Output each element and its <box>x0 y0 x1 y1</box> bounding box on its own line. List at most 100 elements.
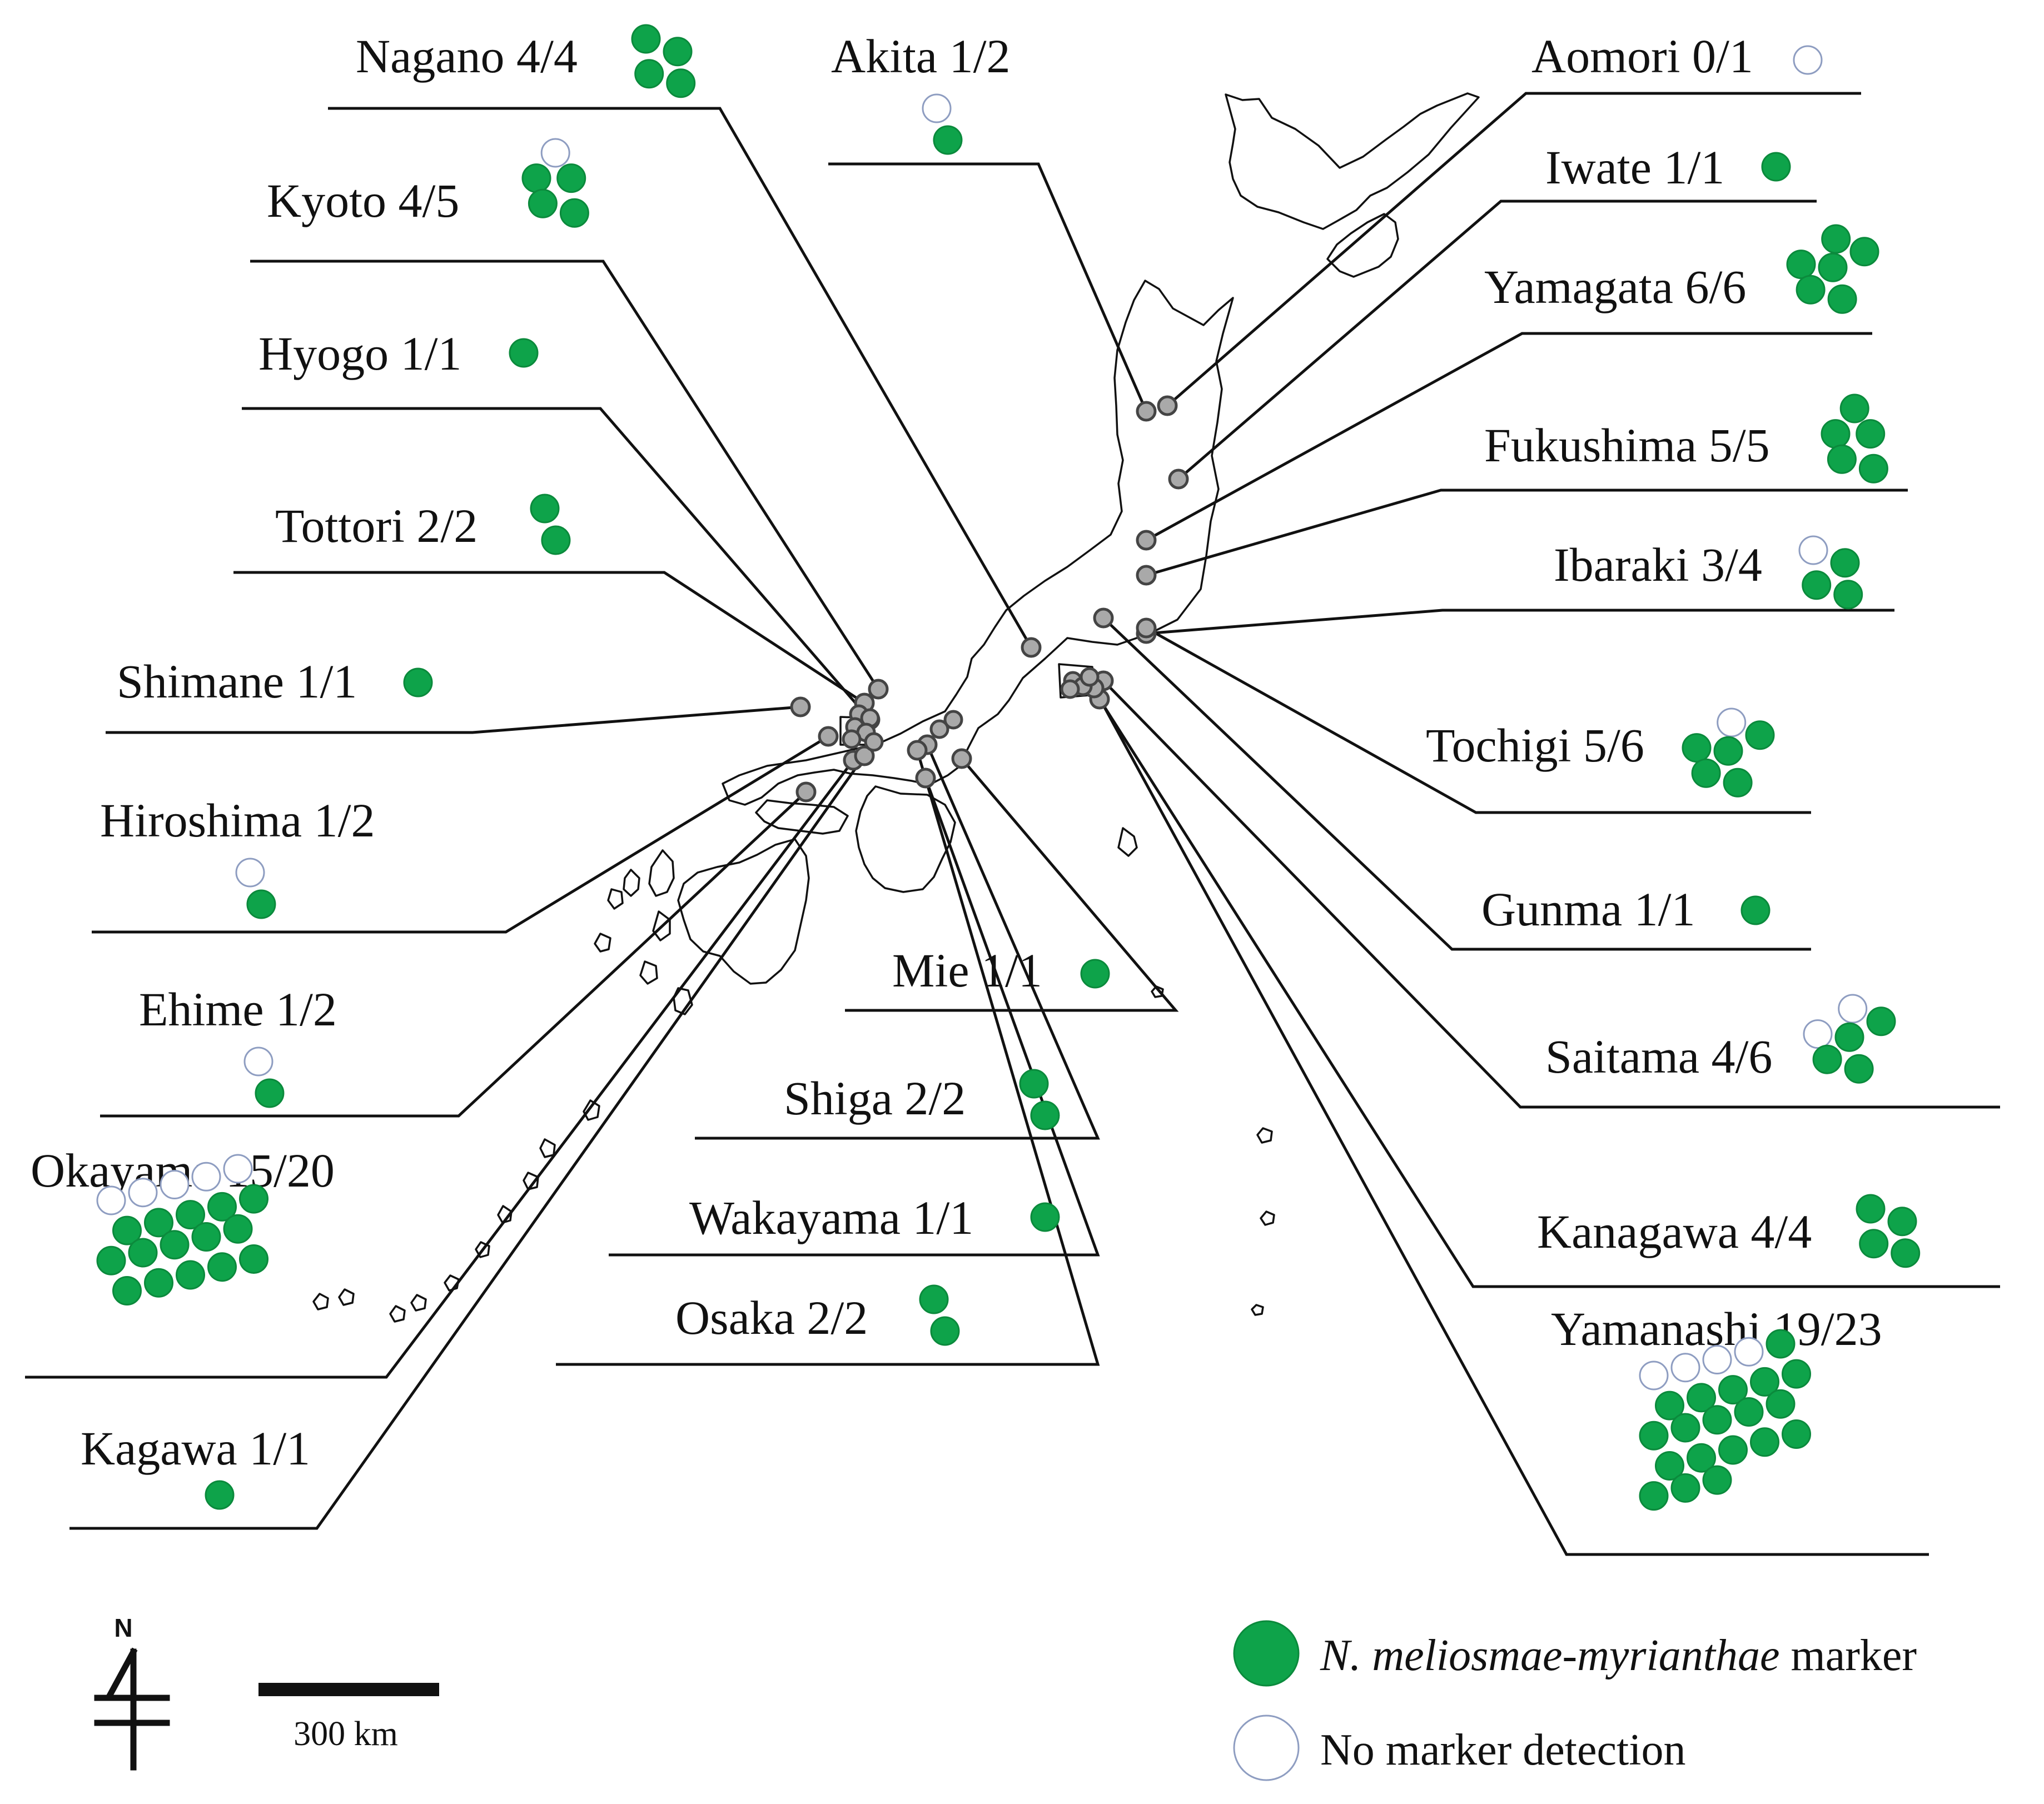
prefecture-label-wakayama: Wakayama 1/1 <box>689 1191 973 1244</box>
leader-line-mie <box>845 758 1179 1012</box>
marker-positive-sample <box>1866 1006 1896 1036</box>
marker-positive-sample <box>1782 1419 1811 1449</box>
callout-fukushima: Fukushima 5/5 <box>1484 393 1888 484</box>
marker-positive-sample <box>1761 152 1791 182</box>
coast-segment <box>1117 827 1138 857</box>
no-marker-sample <box>1639 1361 1669 1391</box>
legend-no-marker-symbol <box>1233 1715 1300 1781</box>
coast-segment <box>1256 1127 1273 1144</box>
marker-positive-sample <box>207 1252 237 1282</box>
callout-hyogo: Hyogo 1/1 <box>258 327 539 380</box>
marker-positive-sample <box>521 163 551 193</box>
prefecture-label-tochigi: Tochigi 5/6 <box>1426 719 1644 772</box>
coast-segment <box>389 1305 406 1323</box>
marker-positive-sample <box>191 1222 221 1252</box>
coast-segment <box>623 869 640 897</box>
leader-line-kyoto <box>250 260 880 690</box>
leader-line-hiroshima <box>92 735 829 934</box>
sample-site-tochigi <box>1136 617 1157 639</box>
marker-positive-sample <box>1849 237 1879 267</box>
leader-line-ibaraki <box>1146 609 1894 635</box>
sample-site-fukushima <box>1136 565 1157 586</box>
leader-line-gunma <box>1102 617 1811 951</box>
coast-segment <box>639 960 658 985</box>
marker-positive-sample <box>1670 1473 1700 1503</box>
sample-sites <box>790 395 1189 803</box>
marker-positive-sample <box>1639 1421 1669 1451</box>
coast-segment <box>855 785 956 893</box>
leader-lines <box>25 92 2000 1556</box>
marker-positive-sample <box>160 1230 190 1260</box>
no-marker-sample <box>96 1185 126 1215</box>
sample-site-ehime <box>795 781 817 803</box>
no-marker-sample <box>1798 535 1828 565</box>
legend-marker-present-symbol <box>1233 1620 1300 1687</box>
marker-positive-sample <box>1740 895 1771 925</box>
callout-gunma: Gunma 1/1 <box>1481 883 1771 936</box>
marker-positive-sample <box>1827 284 1857 314</box>
sample-site-osaka <box>907 740 928 761</box>
prefecture-label-tottori: Tottori 2/2 <box>275 499 478 552</box>
no-marker-sample <box>1803 1019 1833 1049</box>
prefecture-label-fukushima: Fukushima 5/5 <box>1484 418 1770 472</box>
callout-kyoto: Kyoto 4/5 <box>267 138 589 228</box>
marker-positive-sample <box>634 59 664 89</box>
callout-hiroshima: Hiroshima 1/2 <box>100 794 375 919</box>
coast-segment <box>410 1294 427 1312</box>
marker-positive-sample <box>112 1215 142 1245</box>
prefecture-label-hyogo: Hyogo 1/1 <box>258 327 462 380</box>
no-marker-sample <box>128 1178 158 1208</box>
prefecture-label-shiga: Shiga 2/2 <box>784 1072 966 1125</box>
no-marker-sample <box>1734 1337 1764 1367</box>
sample-site-kyoto <box>868 679 889 700</box>
marker-positive-sample <box>1080 959 1110 989</box>
no-marker-sample <box>922 93 952 123</box>
no-marker-sample <box>1793 45 1823 75</box>
prefecture-label-ibaraki: Ibaraki 3/4 <box>1554 538 1762 591</box>
marker-positive-sample <box>1782 1359 1811 1389</box>
prefecture-label-akita: Akita 1/2 <box>831 29 1010 83</box>
prefecture-label-gunma: Gunma 1/1 <box>1481 883 1695 936</box>
leader-line-ehime <box>100 791 807 1118</box>
marker-positive-sample <box>528 188 558 218</box>
prefecture-label-osaka: Osaka 2/2 <box>675 1291 868 1344</box>
coast-segment <box>497 1205 513 1224</box>
leader-line-shimane <box>106 705 801 734</box>
coast-segment <box>677 838 810 985</box>
leader-line-wakayama <box>609 778 1100 1257</box>
marker-positive-sample <box>1812 1044 1842 1074</box>
marker-positive-sample <box>1750 1427 1779 1457</box>
no-marker-sample <box>540 138 570 168</box>
coast-segment <box>1260 1210 1275 1226</box>
sample-site <box>842 729 862 749</box>
leader-line-yamagata <box>1145 332 1872 542</box>
marker-positive-sample <box>1891 1238 1921 1268</box>
legend-marker-present-text: N. meliosmae-myrianthae marker <box>1320 1631 1917 1680</box>
no-marker-sample <box>160 1170 190 1199</box>
sample-site-mie <box>951 748 972 769</box>
callout-iwate: Iwate 1/1 <box>1545 141 1791 194</box>
marker-positive-sample <box>1019 1069 1049 1099</box>
sample-site <box>1060 679 1080 699</box>
callout-yamanashi: Yamanashi 19/23 <box>1551 1302 1882 1511</box>
leader-line-saitama <box>1102 680 2000 1109</box>
marker-positive-sample <box>239 1244 268 1274</box>
marker-positive-sample <box>1030 1202 1060 1232</box>
marker-positive-sample <box>1745 720 1775 750</box>
leader-line-okayama <box>25 759 854 1379</box>
no-marker-sample <box>243 1046 273 1077</box>
marker-positive-sample <box>1821 419 1851 449</box>
callout-aomori: Aomori 0/1 <box>1531 29 1823 83</box>
callout-kagawa: Kagawa 1/1 <box>81 1422 310 1510</box>
coast-segment <box>1326 213 1399 278</box>
map-legend: N. meliosmae-myrianthae marker No marker… <box>1233 1620 1917 1781</box>
marker-positive-sample <box>1821 224 1851 254</box>
callout-mie: Mie 1/1 <box>892 944 1110 997</box>
legend-species-name: N. meliosmae-myrianthae <box>1320 1631 1780 1680</box>
prefecture-label-shimane: Shimane 1/1 <box>117 655 357 708</box>
scale-bar: 300 km <box>258 1683 439 1753</box>
sample-site <box>1080 667 1100 687</box>
north-arrow-icon <box>94 1647 170 1771</box>
no-marker-sample <box>1670 1353 1700 1383</box>
callout-saitama: Saitama 4/6 <box>1545 994 1896 1084</box>
